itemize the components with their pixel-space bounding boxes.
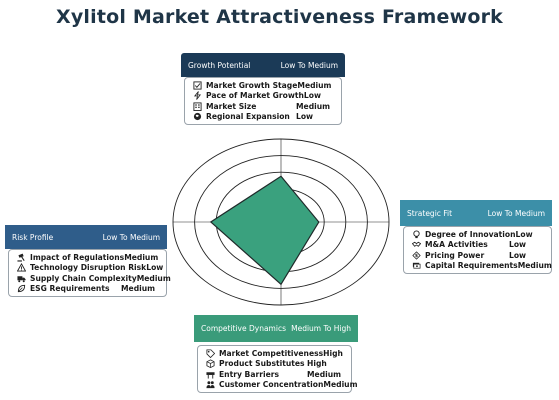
building-icon xyxy=(192,102,203,111)
box-icon xyxy=(205,359,216,369)
lightning-icon xyxy=(192,91,203,101)
item-value: Low xyxy=(509,250,527,260)
list-item: Entry Barriers Medium xyxy=(205,369,344,380)
risk-profile-rating: Low To Medium xyxy=(102,232,160,242)
strategic-fit-rating: Low To Medium xyxy=(487,208,545,218)
item-value: Medium xyxy=(297,80,332,90)
item-label: Customer Concentration xyxy=(219,380,324,390)
item-value: Low xyxy=(296,112,314,122)
item-label: Pricing Power xyxy=(425,250,485,260)
barrier-icon xyxy=(205,370,216,379)
page-title: Xylitol Market Attractiveness Framework xyxy=(55,6,504,28)
item-label: Degree of Innovation xyxy=(425,229,516,239)
risk-profile-header: Risk Profile Low To Medium xyxy=(5,225,167,249)
risk-profile-panel: Risk Profile Low To Medium Impact of Reg… xyxy=(5,225,171,297)
risk-profile-title: Risk Profile xyxy=(12,232,54,242)
radar-area xyxy=(209,175,320,286)
lightbulb-icon xyxy=(411,230,422,239)
item-label: Market Growth Stage xyxy=(206,80,298,90)
item-value: Medium xyxy=(323,380,358,390)
growth-potential-rating: Low To Medium xyxy=(280,60,338,70)
competitive-dynamics-header: Competitive Dynamics Medium To High xyxy=(194,315,358,342)
item-label: M&A Activities xyxy=(425,240,488,250)
growth-potential-title: Growth Potential xyxy=(188,60,251,70)
item-value: Medium xyxy=(124,252,159,262)
item-label: Impact of Regulations xyxy=(30,252,125,262)
strategic-fit-header: Strategic Fit Low To Medium xyxy=(400,200,552,226)
item-value: Medium xyxy=(121,284,156,294)
leaf-icon xyxy=(16,284,27,293)
item-value: Low xyxy=(515,229,533,239)
item-value: Low xyxy=(146,263,164,273)
item-label: Market Size xyxy=(206,101,257,111)
list-item: M&A Activities Low xyxy=(411,240,544,251)
item-label: Product Substitutes xyxy=(219,359,305,369)
item-label: Supply Chain Complexity xyxy=(30,273,137,283)
growth-potential-panel: Growth Potential Low To Medium Market Gr… xyxy=(181,53,345,125)
checklist-icon xyxy=(192,81,203,90)
strategic-fit-title: Strategic Fit xyxy=(407,208,453,218)
warning-icon xyxy=(16,263,27,272)
item-label: Regional Expansion xyxy=(206,112,290,122)
item-value: Low xyxy=(303,91,321,101)
item-label: Market Competitiveness xyxy=(219,348,324,358)
item-label: Technology Disruption Risk xyxy=(30,263,147,273)
item-value: Medium xyxy=(296,101,331,111)
item-label: Capital Requirements xyxy=(425,261,518,271)
handshake-icon xyxy=(411,240,422,249)
tag-icon xyxy=(205,349,216,358)
gavel-icon xyxy=(16,253,27,262)
list-item: ESG Requirements Medium xyxy=(16,284,159,295)
item-value: High xyxy=(323,348,343,358)
svg-text:$: $ xyxy=(415,253,418,259)
competitive-dynamics-panel: Competitive Dynamics Medium To High Mark… xyxy=(194,315,358,393)
item-value: Medium xyxy=(517,261,552,271)
users-icon xyxy=(205,380,216,389)
competitive-dynamics-title: Competitive Dynamics xyxy=(201,324,286,333)
money-bills-icon xyxy=(411,261,422,270)
item-value: Low xyxy=(509,240,527,250)
list-item: $ Pricing Power Low xyxy=(411,250,544,261)
item-label: Pace of Market Growth xyxy=(206,91,304,101)
item-label: Entry Barriers xyxy=(219,369,279,379)
item-value: High xyxy=(307,359,327,369)
globe-icon xyxy=(192,112,203,121)
item-label: ESG Requirements xyxy=(30,284,110,294)
truck-icon xyxy=(16,274,27,283)
item-value: Medium xyxy=(136,273,171,283)
growth-potential-header: Growth Potential Low To Medium xyxy=(181,53,345,77)
strategic-fit-panel: Strategic Fit Low To Medium Degree of In… xyxy=(400,200,552,274)
money-tag-icon: $ xyxy=(411,251,422,260)
list-item: Market Size Medium xyxy=(192,101,334,112)
list-item: Regional Expansion Low xyxy=(192,112,334,123)
competitive-dynamics-rating: Medium To High xyxy=(291,324,351,333)
item-value: Medium xyxy=(307,369,342,379)
